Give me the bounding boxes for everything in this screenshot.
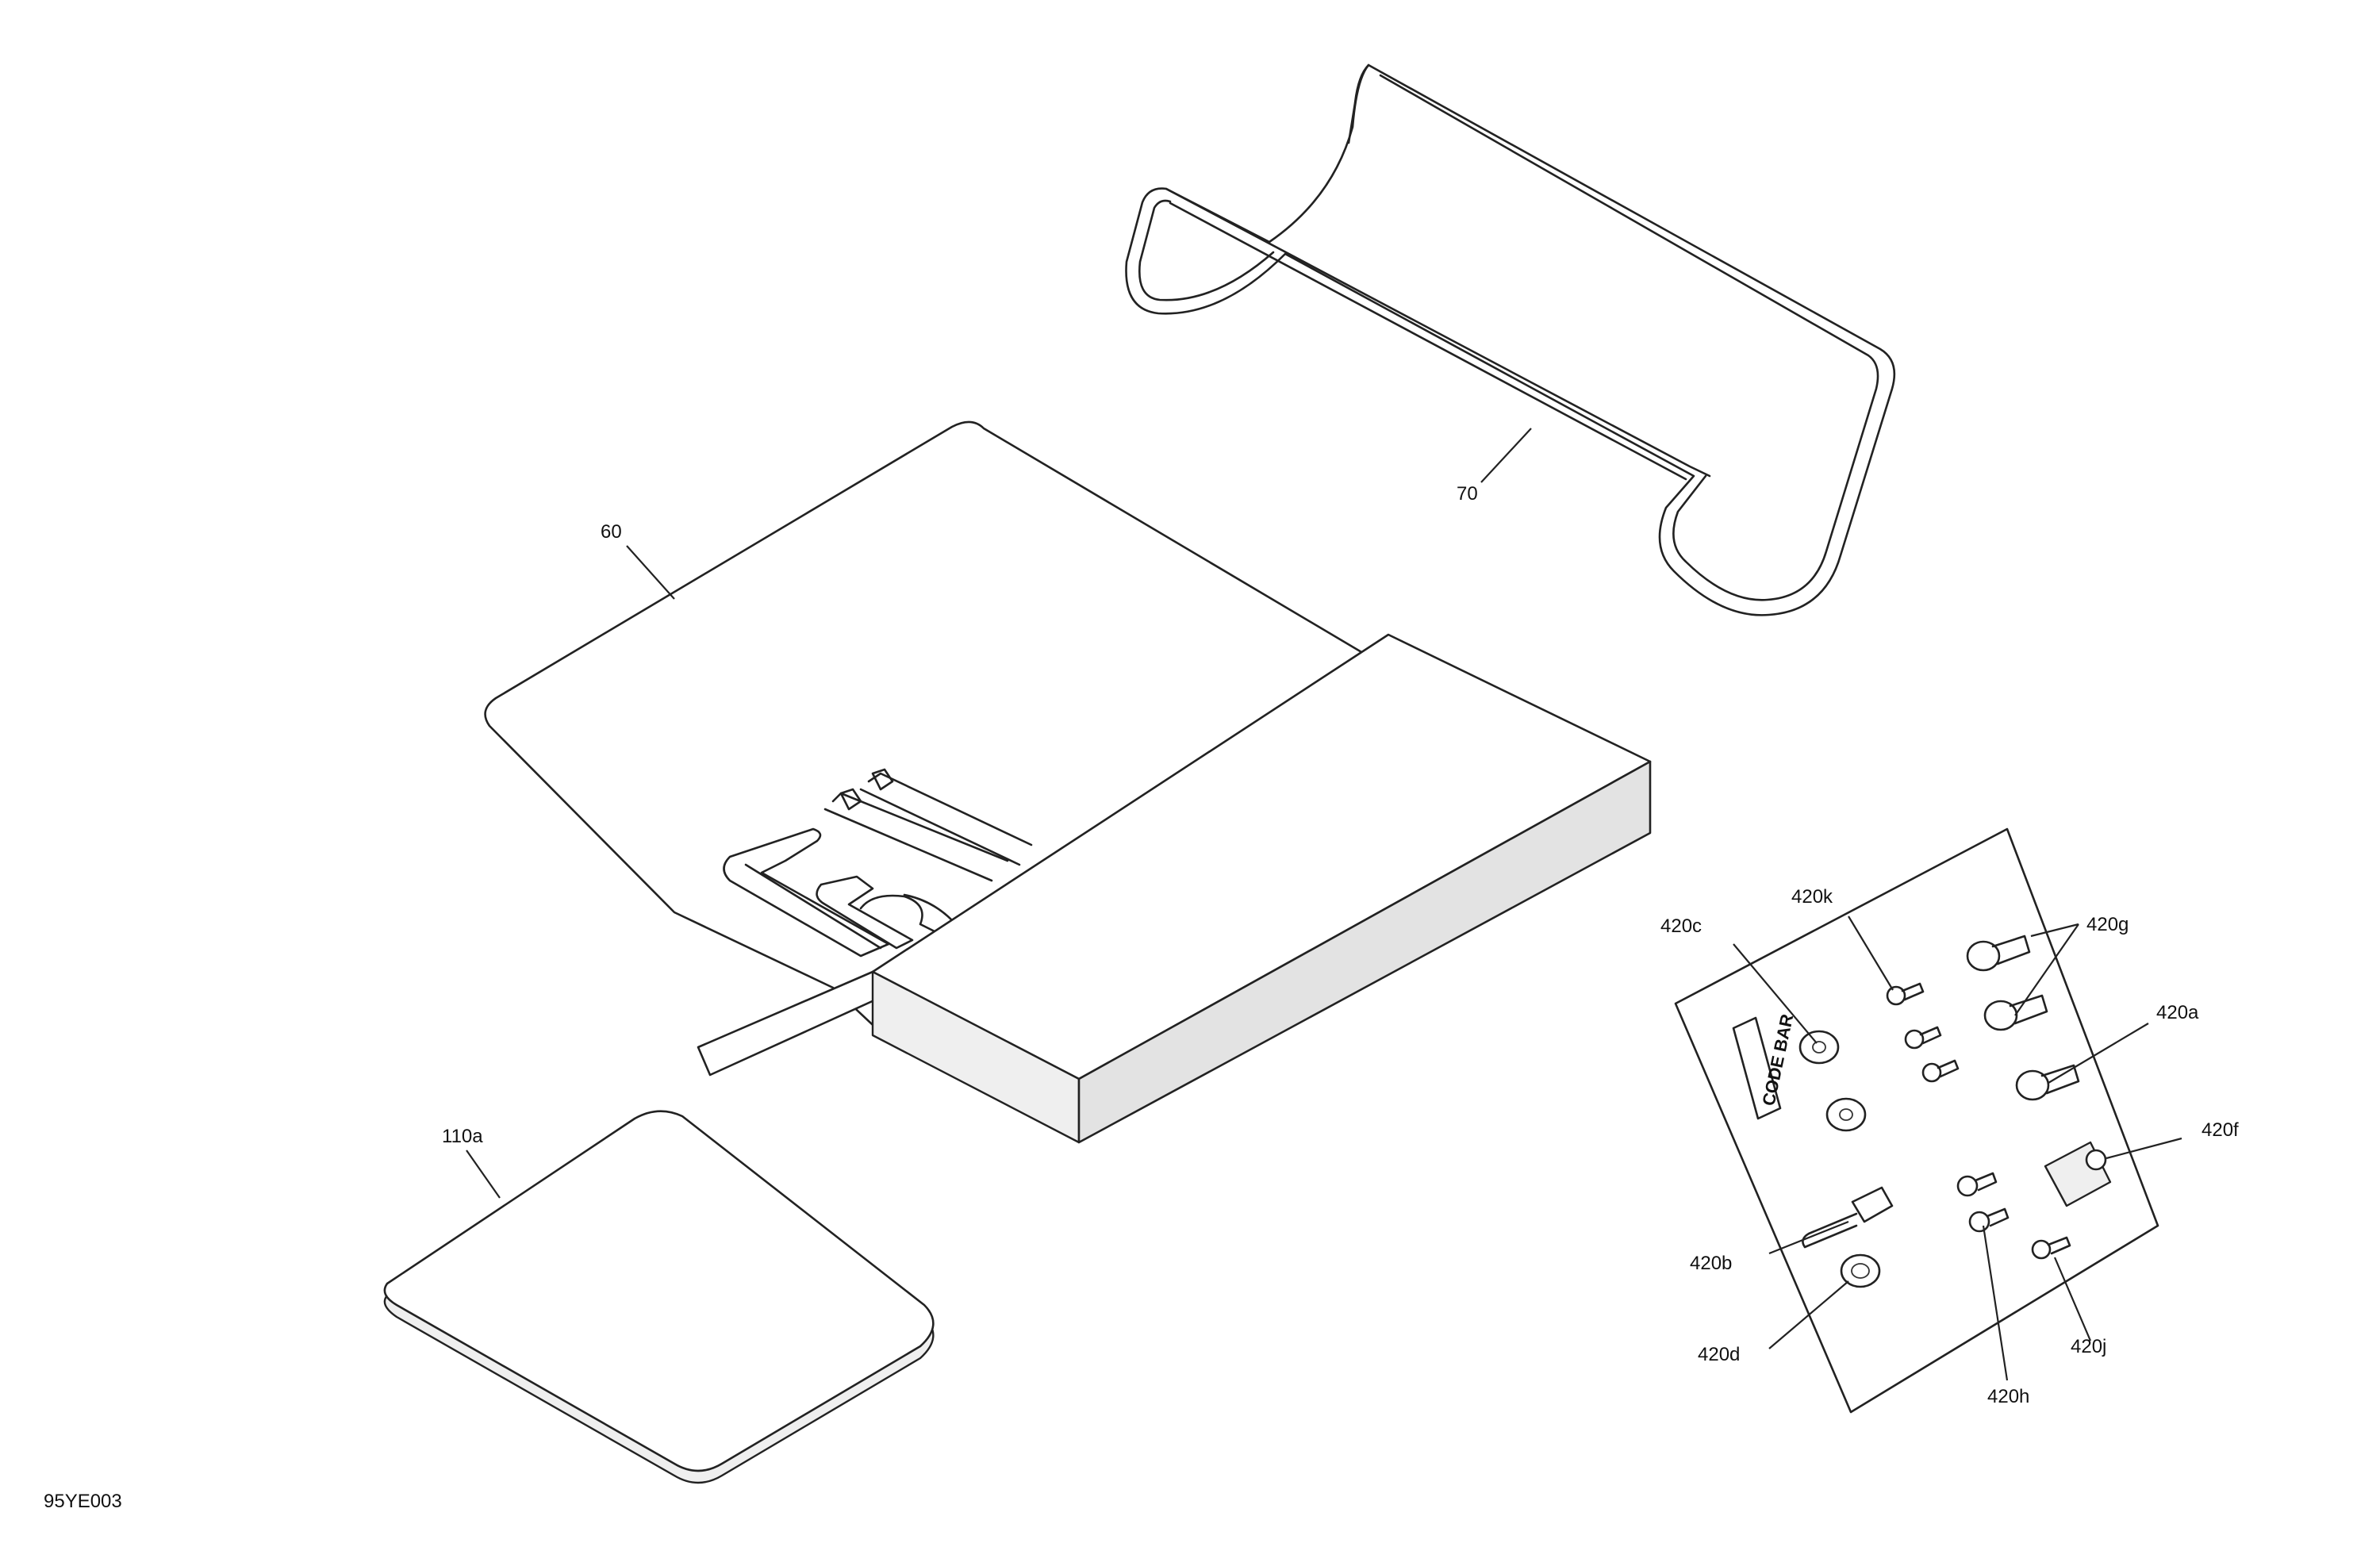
- torx-screw-icon: [2015, 1064, 2080, 1101]
- torx-screw-icon: [1983, 994, 2048, 1031]
- flange-nut-icon: [1840, 1253, 1881, 1288]
- callout-420c: 420c: [1660, 915, 1702, 937]
- screw-icon: [1956, 1172, 1998, 1197]
- washer-icon: [1825, 1097, 1867, 1132]
- frame-handle-part-70: [1125, 63, 1896, 616]
- screw-icon: [2031, 1236, 2071, 1260]
- callout-70: 70: [1457, 483, 1478, 505]
- callout-labels: 60 70 110a 420c 420k 420g 420a 420f 420b…: [442, 483, 2239, 1407]
- callout-420j: 420j: [2071, 1336, 2106, 1357]
- clip-nut-icon: [2044, 1141, 2112, 1207]
- leader-lines: [466, 428, 2182, 1381]
- small-screw-icon: [1904, 1026, 1942, 1050]
- pad-part-110a: [383, 1110, 935, 1484]
- hardware-card: CODE BAR: [1674, 827, 2159, 1414]
- callout-420h: 420h: [1987, 1386, 2029, 1407]
- small-screw-icon: [1886, 982, 1925, 1006]
- callout-420g: 420g: [2086, 914, 2129, 935]
- drawing-id: 95YE003: [44, 1491, 122, 1512]
- callout-420a: 420a: [2156, 1002, 2199, 1023]
- small-screw-icon: [1921, 1059, 1960, 1083]
- tool-set: [723, 708, 1315, 958]
- callout-420d: 420d: [1698, 1344, 1740, 1365]
- callout-60: 60: [601, 521, 622, 543]
- callout-420b: 420b: [1690, 1253, 1732, 1274]
- foam-block: [871, 633, 1652, 1144]
- washer-icon: [1798, 1030, 1840, 1065]
- torx-screw-icon: [1966, 935, 2031, 972]
- callout-420k: 420k: [1791, 886, 1833, 908]
- callout-110a: 110a: [442, 1126, 483, 1147]
- callout-420f: 420f: [2202, 1119, 2239, 1141]
